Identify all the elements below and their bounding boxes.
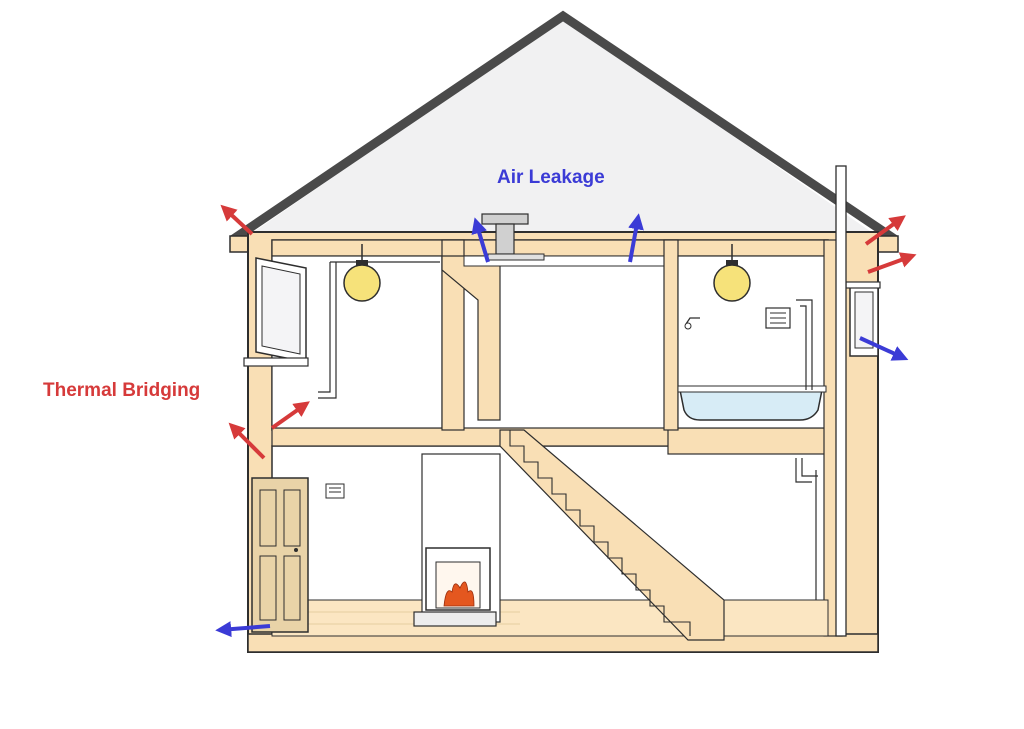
- air-leakage-arrow-icon: [471, 217, 490, 263]
- roof-line: [229, 10, 899, 244]
- partition-wall: [441, 239, 465, 431]
- vent-grille-icon: [765, 307, 791, 329]
- thermal-bridging-arrows: [220, 204, 917, 460]
- front-door: [251, 477, 309, 633]
- air-leakage-arrow-icon: [215, 621, 271, 638]
- hearth: [413, 611, 497, 627]
- attic-space: [245, 18, 880, 238]
- bathroom-wall: [663, 239, 679, 431]
- air-leakage-label: Air Leakage: [497, 167, 605, 188]
- staircase: [499, 429, 725, 641]
- upper-ceiling: [271, 239, 829, 257]
- bathtub: [679, 389, 823, 421]
- ground-slab: [247, 633, 879, 653]
- lower-floor: [251, 453, 829, 637]
- vent-stack: [835, 165, 847, 637]
- thermal-bridging-label: Thermal Bridging: [43, 380, 201, 401]
- bathroom: [663, 239, 843, 637]
- wood-floor: [271, 599, 829, 637]
- bathroom-floor: [667, 427, 829, 455]
- window-sill: [243, 357, 309, 367]
- fire-icon: [443, 581, 475, 607]
- air-leakage-arrow-icon: [859, 336, 909, 361]
- vent-grille-icon: [325, 483, 345, 499]
- thermal-bridging-arrow-icon: [270, 401, 310, 430]
- shower-head-icon: [684, 317, 700, 330]
- air-leakage-arrows: [215, 213, 909, 638]
- light-bulb-icon: [343, 244, 381, 302]
- intermediate-floor: [271, 427, 673, 447]
- thermal-bridging-arrow-icon: [228, 422, 266, 460]
- thermal-bridging-arrow-icon: [867, 252, 917, 274]
- thermal-bridging-arrow-icon: [220, 204, 254, 236]
- thermal-bridging-arrow-icon: [864, 215, 906, 246]
- air-leakage-arrow-icon: [628, 213, 644, 263]
- light-bulb-icon: [713, 244, 751, 302]
- roof: [229, 10, 899, 253]
